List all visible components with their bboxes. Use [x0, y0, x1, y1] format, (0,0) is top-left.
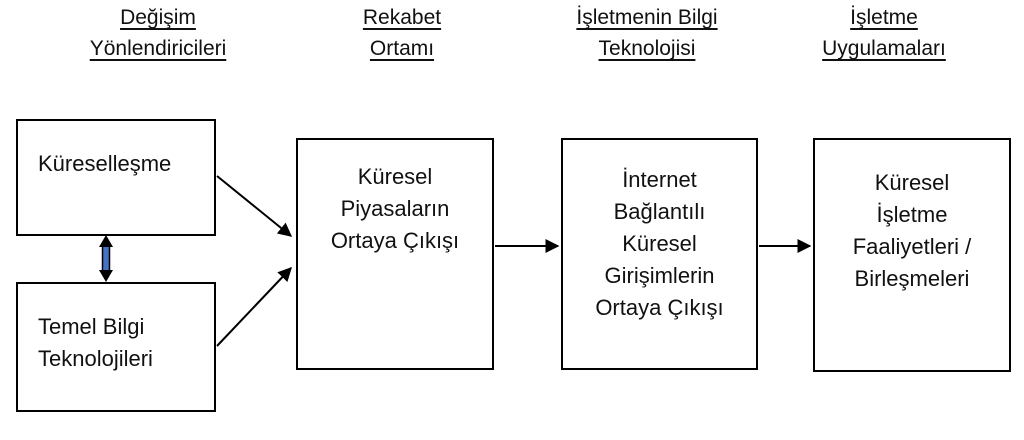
column-header-rekabet-ortami: Rekabet Ortamı: [362, 6, 442, 60]
double-arrow-kuresellesme-temelbilgi: [99, 235, 113, 282]
box-internet-baglantili-kuresel-girisimlerin-ortaya-cikisi: İnternet Bağlantılı Küresel Girişimlerin…: [561, 138, 758, 370]
box-temel-bilgi-teknolojileri: Temel Bilgi Teknolojileri: [16, 282, 216, 412]
column-header-degisim-yonlendiricileri: Değişim Yönlendiricileri: [89, 6, 227, 60]
box-kuresel-piyasalarin-ortaya-cikisi: Küresel Piyasaların Ortaya Çıkışı: [296, 138, 494, 370]
column-header-isletmenin-bilgi-teknolojisi: İşletmenin Bilgi Teknolojisi: [576, 6, 718, 60]
box-kuresellesme: Küreselleşme: [16, 119, 216, 236]
arrow-temelbilgi-to-piyasalar: [216, 266, 292, 347]
column-header-isletme-uygulamalari: İşletme Uygulamaları: [822, 6, 946, 60]
arrow-kuresellesme-to-piyasalar: [216, 175, 293, 237]
box-kuresel-isletme-faaliyetleri-birlesmeleri: Küresel İşletme Faaliyetleri / Birleşmel…: [813, 138, 1011, 372]
